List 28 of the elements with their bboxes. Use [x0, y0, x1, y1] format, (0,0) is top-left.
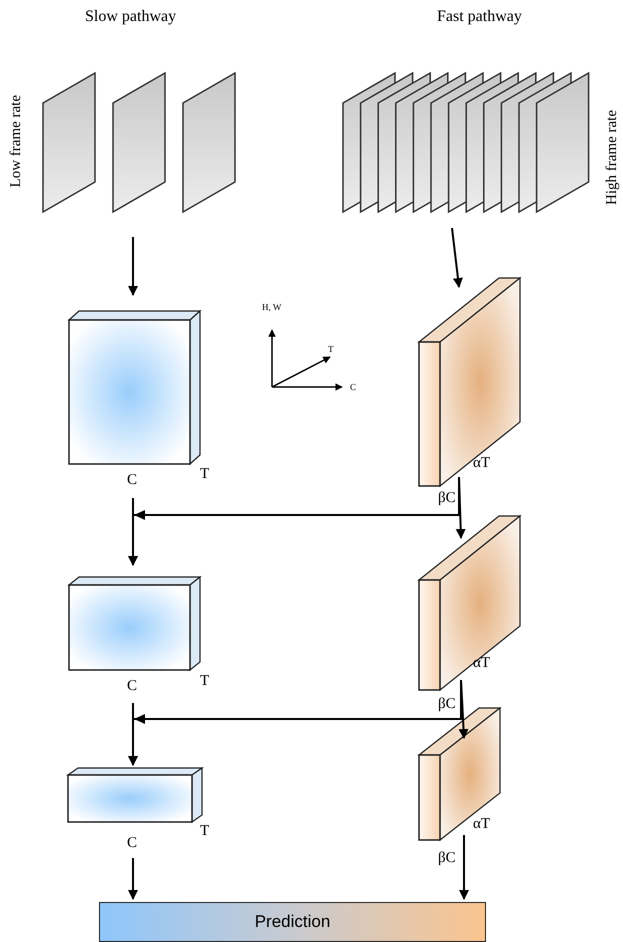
dimension-label: C: [127, 678, 138, 694]
dimension-label: C: [127, 835, 138, 851]
axis-label: C: [350, 382, 356, 392]
axis-label: T: [328, 344, 334, 354]
arrow: [128, 858, 138, 900]
arrow: [128, 498, 138, 566]
dimension-label: T: [200, 466, 210, 482]
arrow: [451, 228, 463, 288]
pathway-title: Fast pathway: [437, 8, 522, 25]
pathway-title: Slow pathway: [85, 8, 176, 25]
dimension-label: βC: [438, 696, 456, 712]
dimension-label: C: [127, 472, 138, 488]
side-label: Low frame rate: [8, 95, 24, 188]
dimension-label: T: [200, 823, 210, 839]
arrow: [128, 703, 138, 766]
axis-label: H, W: [262, 302, 282, 312]
arrow: [456, 476, 466, 539]
output-bar: Prediction: [99, 902, 486, 942]
side-label: High frame rate: [604, 110, 620, 205]
dimension-label: βC: [438, 490, 456, 506]
arrow: [458, 680, 469, 739]
arrow: [459, 835, 469, 900]
dimension-label: T: [200, 673, 210, 689]
dimension-label: αT: [473, 455, 490, 471]
dimension-label: αT: [473, 816, 490, 832]
dimension-label: αT: [473, 655, 490, 671]
dimension-label: βC: [438, 850, 456, 866]
arrow: [128, 237, 138, 296]
